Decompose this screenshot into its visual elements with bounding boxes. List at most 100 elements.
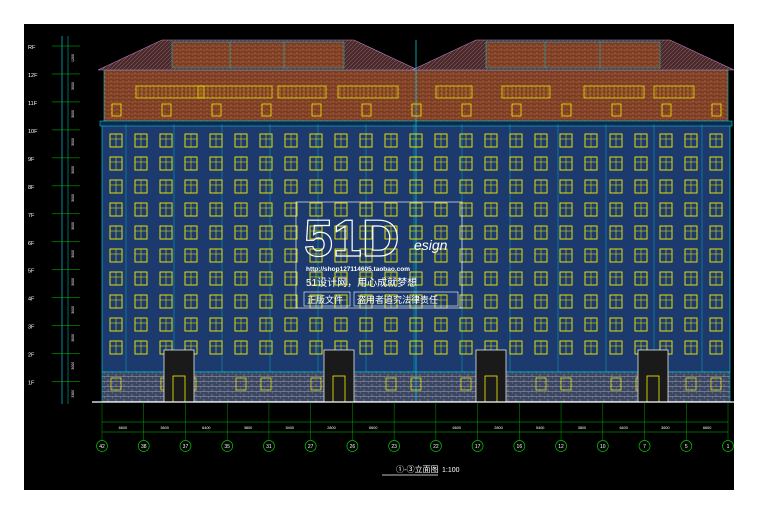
level-label: 9F [28, 157, 35, 163]
watermark-logo: 51D [304, 210, 399, 268]
axis-spacing-label: 6600 [453, 426, 461, 430]
axis-spacing-label: 3600 [160, 426, 168, 430]
upper-window [411, 103, 422, 117]
level-dimension: 3000 [71, 166, 75, 174]
upper-window [461, 103, 472, 117]
level-dimension: 3000 [71, 278, 75, 286]
axis-bubble [680, 440, 693, 452]
axis-bubble [137, 440, 150, 452]
axis-spacing-label: 3600 [661, 426, 669, 430]
roof-dormer [544, 41, 606, 69]
level-dimension: 3000 [71, 194, 75, 202]
upper-window [511, 103, 522, 117]
axis-bubble-label: 38 [141, 444, 147, 450]
axis-bubble-label: 37 [183, 444, 189, 450]
axis-bubble-label: 10 [600, 444, 606, 450]
level-label: 7F [28, 213, 35, 219]
level-label: 5F [28, 269, 35, 275]
watermark-box [303, 291, 351, 307]
watermark-notice-right: 盗用者追究法律责任 [357, 294, 438, 305]
base-window [685, 377, 697, 391]
axis-spacing-label: 6400 [619, 426, 627, 430]
axis-bubble-label: 42 [99, 444, 105, 450]
drawing-title-block: ①-③立面图 1:100 [382, 464, 460, 476]
axis-bubble [722, 440, 734, 452]
level-label: 11F [28, 101, 38, 107]
level-label: 10F [28, 129, 38, 135]
drawing-scale: 1:100 [442, 467, 460, 474]
axis-spacing-label: 6600 [369, 426, 377, 430]
axis-spacing-label: 2800 [494, 426, 502, 430]
level-dimension: 3000 [71, 222, 75, 230]
roof-dormer [171, 41, 233, 69]
level-dimension: 3300 [71, 390, 75, 398]
axis-spacing-label: 6400 [202, 426, 210, 430]
base-window [110, 377, 122, 391]
axis-spacing-label: 3800 [578, 426, 586, 430]
upper-window [311, 103, 322, 117]
level-dimension: 3000 [71, 250, 75, 258]
roof-dormer [283, 41, 345, 69]
axis-bubble-label: 22 [433, 444, 439, 450]
upper-window [261, 103, 272, 117]
axis-bubble [263, 440, 275, 452]
axis-bubble-label: 16 [517, 444, 523, 450]
axis-bubble [388, 440, 400, 452]
level-label: 3F [28, 325, 35, 331]
axis-spacing-label: 5400 [536, 426, 544, 430]
level-label: 4F [28, 297, 35, 303]
axis-bubble [471, 440, 484, 452]
axis-spacing-label: 6600 [703, 426, 711, 430]
upper-window [161, 103, 172, 117]
axis-spacing-label: 3800 [244, 426, 252, 430]
axis-bubble [304, 440, 317, 452]
balcony-railing [501, 85, 551, 99]
level-label: 1F [28, 381, 35, 387]
axis-bubble-label: 26 [350, 444, 356, 450]
watermark-url: http://shop127114605.taobao.com [306, 266, 410, 273]
level-dimension: 3000 [71, 362, 75, 370]
upper-window [211, 103, 222, 117]
base-window [610, 377, 622, 391]
axis-bubble-label: 12 [558, 444, 564, 450]
roof-dormer [485, 41, 547, 69]
level-dimension: 3000 [71, 138, 75, 146]
watermark-logo-script: esign [414, 237, 448, 253]
axis-bubble [96, 440, 108, 452]
axis-bubble [555, 440, 567, 452]
level-label: 8F [28, 185, 35, 191]
axis-spacing-label: 5400 [286, 426, 294, 430]
upper-window [711, 103, 722, 117]
balcony-railing [197, 85, 273, 99]
level-dimension: 3000 [71, 82, 75, 90]
axis-bubble-label: 17 [475, 444, 481, 450]
axis-bubble-label: 5 [685, 444, 688, 450]
balcony-railing [277, 85, 327, 99]
watermark: 51D esign http://shop127114605.taobao.com 5… [295, 201, 463, 309]
level-label: RF [28, 45, 36, 51]
watermark-slogan: 51设计网，用心成就梦想 [306, 276, 417, 289]
level-label: 2F [28, 353, 35, 359]
upper-window [661, 103, 672, 117]
base-window [385, 377, 397, 391]
level-dimension: 3000 [71, 334, 75, 342]
axis-bubble-label: 35 [224, 444, 230, 450]
drawing-title: ①-③立面图 [396, 464, 439, 474]
elevation-drawing: RF120012F300011F300010F30009F30008F30007… [28, 36, 734, 476]
axis-bubble-label: 7 [643, 444, 646, 450]
level-label: 12F [28, 73, 38, 79]
watermark-frame [295, 201, 463, 309]
base-window [710, 377, 722, 391]
axis-spacing-label: 2800 [327, 426, 335, 430]
base-window [310, 377, 322, 391]
building-elevation [92, 39, 734, 403]
base-window [235, 377, 247, 391]
watermark-box [353, 291, 459, 307]
base-window [535, 377, 547, 391]
axis-bubble-label: 1 [727, 444, 730, 450]
upper-window [561, 103, 572, 117]
axis-bubble [346, 440, 359, 452]
base-window [460, 377, 472, 391]
